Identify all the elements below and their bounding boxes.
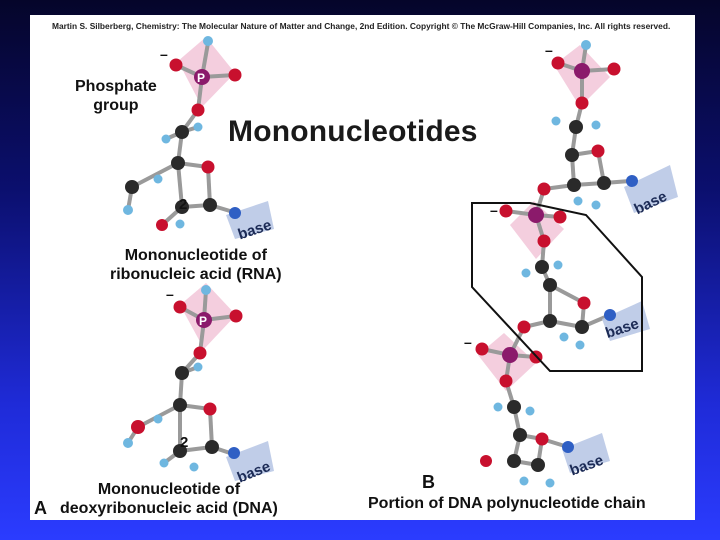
rna-caption-line1: Mononucleotide of xyxy=(124,247,267,264)
svg-text:–: – xyxy=(166,286,174,302)
repeat-unit-outline xyxy=(471,202,643,372)
svg-text:P: P xyxy=(197,71,205,85)
chain-caption: Portion of DNA polynucleotide chain xyxy=(368,495,646,512)
dna-caption: Mononucleotide of deoxyribonucleic acid … xyxy=(60,480,278,518)
svg-text:P: P xyxy=(199,314,207,328)
copyright-notice: Martin S. Silberberg, Chemistry: The Mol… xyxy=(52,21,671,31)
rna-mononucleotide: P 2 base – xyxy=(123,36,274,243)
slide-title: Mononucleotides xyxy=(228,115,478,148)
dna-mononucleotide: P 2 base – xyxy=(123,283,274,487)
molecule-illustrations: P 2 base – xyxy=(123,36,678,488)
dna-polynucleotide-chain: base base base – – – xyxy=(464,40,678,488)
panel-label-a: A xyxy=(34,498,47,518)
svg-text:–: – xyxy=(160,46,168,62)
dna-caption-line1: Mononucleotide of xyxy=(97,481,241,498)
svg-text:–: – xyxy=(464,334,472,350)
panel-label-b: B xyxy=(422,472,435,492)
svg-text:2: 2 xyxy=(179,196,187,213)
rna-caption: Mononucleotide of ribonucleic acid (RNA) xyxy=(110,246,282,284)
svg-text:–: – xyxy=(490,202,498,218)
svg-text:–: – xyxy=(545,42,553,58)
dna-caption-line2: deoxyribonucleic acid (DNA) xyxy=(60,500,278,517)
phosphate-label-line1: Phosphate xyxy=(75,78,157,95)
phosphate-label-line2: group xyxy=(93,97,139,114)
phosphate-group-label: Phosphate group xyxy=(75,77,157,115)
slide: Martin S. Silberberg, Chemistry: The Mol… xyxy=(30,15,695,520)
svg-text:2: 2 xyxy=(180,434,188,451)
rna-caption-line2: ribonucleic acid (RNA) xyxy=(110,266,282,283)
